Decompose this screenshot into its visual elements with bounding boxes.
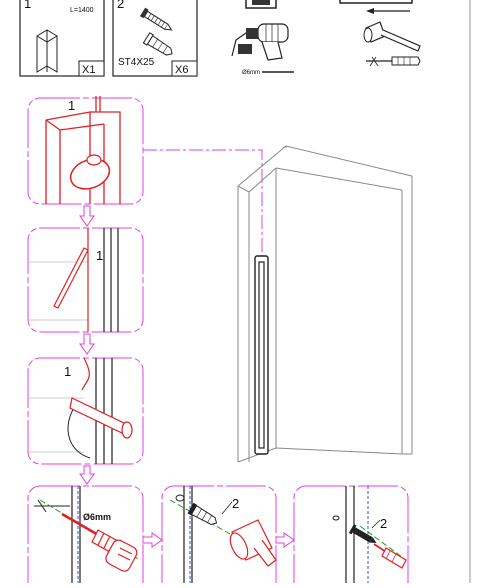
step-6-detail: 2 (293, 485, 409, 588)
part-2-box: 2 ST4X25 X6 (112, 0, 198, 77)
step-2-detail: 1 (27, 227, 144, 333)
detail-leader-line (143, 149, 263, 258)
tape-measure-icon (339, 0, 413, 14)
screw-insert-icon (348, 524, 377, 543)
wall-plug-icon (142, 32, 173, 56)
step-4-drill-label: Ø6mm (83, 512, 111, 522)
part-1-number: 1 (24, 0, 31, 11)
screw-icon (139, 7, 173, 31)
part-2-screw-label: ST4X25 (118, 57, 155, 68)
step-1-callout: 1 (68, 98, 75, 113)
drill-icon (231, 23, 289, 61)
rubber-mallet-icon (363, 21, 421, 52)
wall-profile-icon (36, 29, 58, 73)
wall-profile-on-wall (254, 255, 269, 455)
step-2-callout: 1 (96, 248, 103, 263)
part-1-quantity: X1 (82, 64, 95, 76)
flow-arrows-horizontal (142, 532, 295, 548)
marker-pencil-icon (69, 397, 127, 435)
step-4-detail: Ø6mm (27, 485, 144, 588)
part-2-quantity: X6 (175, 64, 188, 76)
level-bubble-icon (69, 158, 111, 190)
part-1-length: L=1400 (70, 7, 94, 14)
step-6-callout: 2 (380, 516, 387, 531)
wall-corner-drawing (237, 145, 413, 463)
part-2-number: 2 (117, 0, 124, 11)
step-3-callout: 1 (64, 364, 71, 379)
screwdriver-step-icon (373, 543, 407, 569)
step-5-callout: 2 (232, 496, 239, 511)
screwdriver-icon (366, 56, 421, 67)
step-5-detail: 2 (161, 485, 277, 588)
flow-arrows-vertical (79, 205, 95, 485)
pencil-icon (53, 247, 89, 309)
drill-chuck-icon (91, 529, 138, 572)
level-box-icon (245, 0, 277, 9)
mallet-head-icon (229, 519, 277, 567)
step-1-detail: 1 (27, 96, 144, 205)
step-3-detail: 1 (27, 357, 144, 465)
wall-plug-insert-icon (187, 502, 218, 525)
part-1-box: 1 L=1400 X1 (19, 0, 105, 77)
tools-area: Ø6mm (231, 0, 421, 76)
drill-bit-label: Ø6mm (242, 70, 260, 76)
